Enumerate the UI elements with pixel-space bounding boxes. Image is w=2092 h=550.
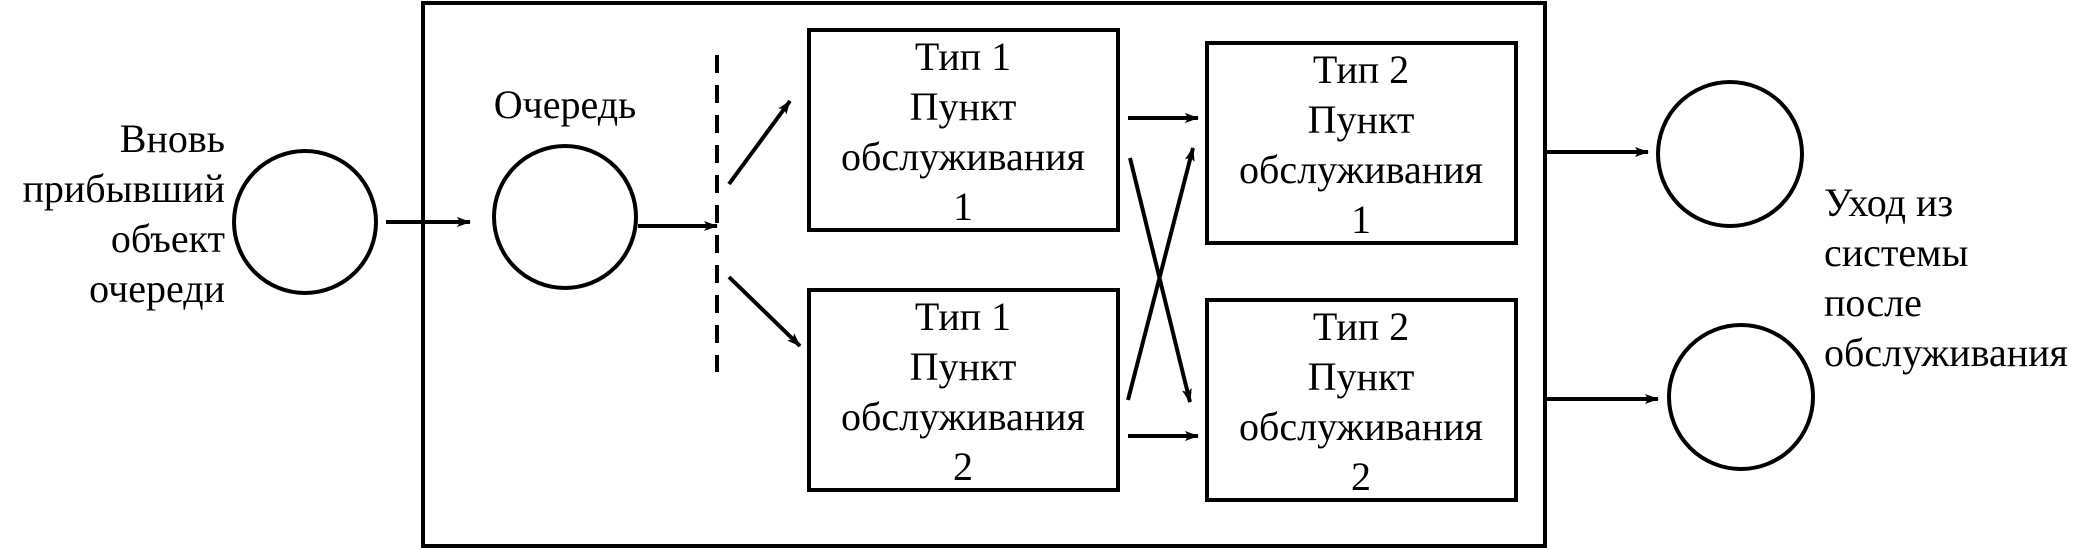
server-type2-1-box bbox=[1205, 41, 1518, 245]
server-type1-1: Тип 1 Пункт обслуживания 1 bbox=[807, 28, 1120, 232]
server-type1-2-word2: обслуживания bbox=[841, 394, 1085, 439]
server-type2-1-type: Тип 2 bbox=[1313, 47, 1409, 92]
server-type2-2: Тип 2 Пункт обслуживания 2 bbox=[1205, 298, 1518, 502]
server-type1-1-number: 1 bbox=[953, 184, 973, 229]
server-type2-1-word2: обслуживания bbox=[1239, 147, 1483, 192]
server-type1-1-type: Тип 1 bbox=[915, 34, 1011, 79]
exit-circle-2 bbox=[1667, 323, 1815, 471]
server-type2-1: Тип 2 Пункт обслуживания 1 bbox=[1205, 41, 1518, 245]
arrow-type1-s2-to-type2-s1 bbox=[1126, 147, 1195, 401]
arrival-label: Вновь прибывший объект очереди bbox=[22, 116, 225, 311]
server-type2-2-word1: Пункт bbox=[1308, 354, 1415, 399]
server-type1-2-box bbox=[807, 288, 1120, 492]
departure-label-line-3: после bbox=[1824, 280, 1922, 325]
departure-label-line-4: обслуживания bbox=[1824, 330, 2068, 375]
departure-label-line-1: Уход из bbox=[1824, 180, 1953, 225]
arrival-label-line-4: очереди bbox=[89, 266, 225, 311]
server-type2-2-word2: обслуживания bbox=[1239, 404, 1483, 449]
queue-circle bbox=[492, 144, 638, 290]
server-type2-1-number: 1 bbox=[1351, 197, 1371, 242]
dispatch-arrow-to-type1-server1 bbox=[727, 99, 792, 186]
server-type2-2-box bbox=[1205, 298, 1518, 502]
server-type1-2-type: Тип 1 bbox=[915, 294, 1011, 339]
server-type2-2-type: Тип 2 bbox=[1313, 304, 1409, 349]
exit-circle-1 bbox=[1656, 80, 1804, 228]
server-type1-2: Тип 1 Пункт обслуживания 2 bbox=[807, 288, 1120, 492]
arrival-label-line-3: объект bbox=[111, 216, 225, 261]
arrival-label-line-1: Вновь bbox=[120, 116, 225, 161]
arrival-label-line-2: прибывший bbox=[22, 166, 225, 211]
departure-label-line-2: системы bbox=[1824, 230, 1968, 275]
server-type1-2-word1: Пункт bbox=[910, 344, 1017, 389]
server-type2-2-number: 2 bbox=[1351, 454, 1371, 499]
server-type1-1-word1: Пункт bbox=[910, 84, 1017, 129]
system-boundary bbox=[421, 1, 1547, 548]
dispatch-arrow-to-type1-server2 bbox=[727, 275, 802, 348]
departure-label: Уход из системы после обслуживания bbox=[1824, 180, 2068, 375]
queue-label: Очередь bbox=[494, 82, 637, 127]
server-type2-1-word1: Пункт bbox=[1308, 97, 1415, 142]
server-type1-1-box bbox=[807, 28, 1120, 232]
server-type1-2-number: 2 bbox=[953, 444, 973, 489]
arrival-object-circle bbox=[232, 149, 378, 295]
server-type1-1-word2: обслуживания bbox=[841, 134, 1085, 179]
